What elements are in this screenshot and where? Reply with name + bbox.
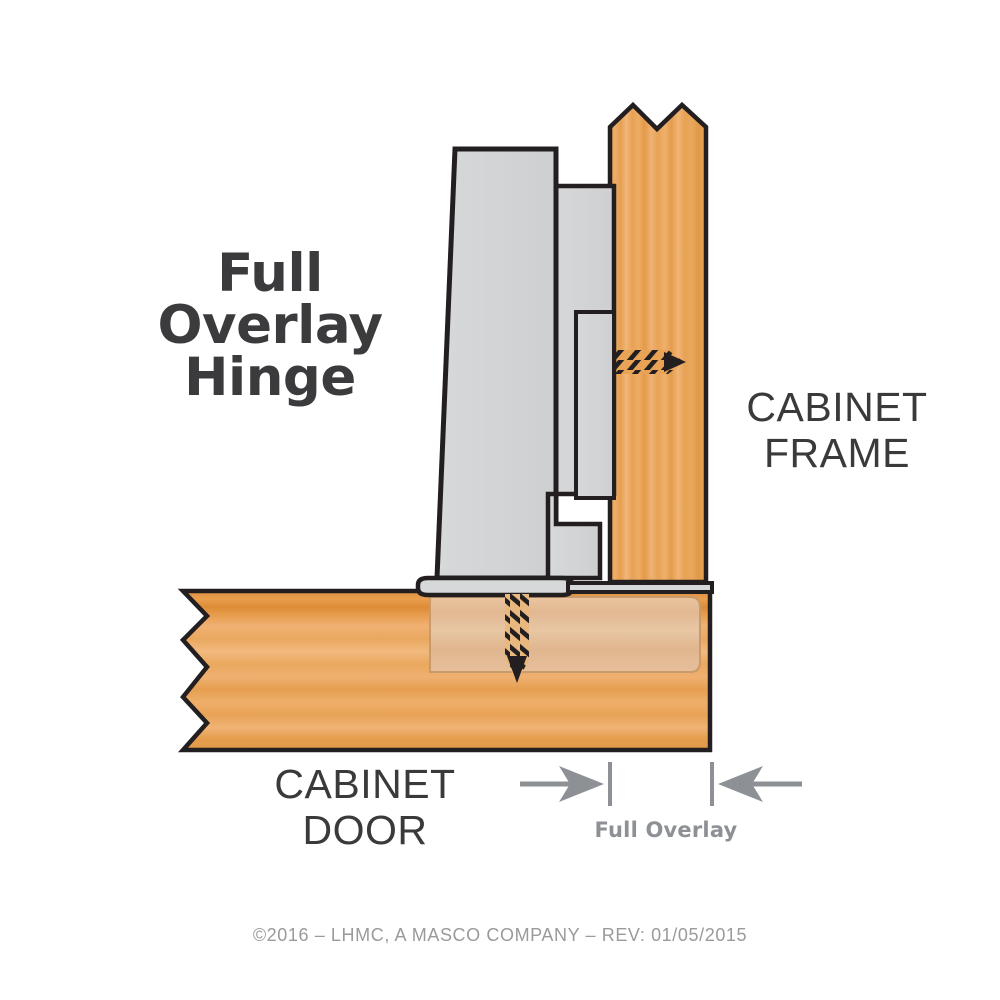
- cabinet-frame-board: [607, 101, 709, 585]
- page-title: Full Overlay Hinge: [110, 243, 430, 408]
- cabinet-frame-part: [607, 101, 709, 585]
- label-cabinet-door: CABINET DOOR: [200, 761, 530, 854]
- title-line-2: Overlay: [157, 294, 383, 356]
- hinge-cup-body: [434, 146, 559, 581]
- hinge-assembly: [415, 146, 714, 598]
- dimension-arrow-right-head: [718, 766, 763, 802]
- label-cabinet-frame: CABINET FRAME: [722, 384, 952, 477]
- cabinet-door-part: [177, 588, 713, 753]
- title-line-1: Full: [217, 243, 323, 304]
- dimension-label: Full Overlay: [594, 818, 738, 842]
- full-overlay-dimension-callout: [520, 762, 802, 806]
- hinge-arm-clip: [574, 310, 616, 500]
- door-screw: [505, 594, 529, 683]
- hinge-mounting-plate: [566, 581, 714, 594]
- label-cabinet-door-line-1: CABINET: [274, 761, 456, 807]
- hinge-arm-lower-shelf: [545, 491, 603, 581]
- dimension-arrow-left-head: [559, 766, 604, 802]
- hinge-cup-bore-recess: [429, 596, 701, 673]
- frame-screw: [604, 350, 686, 374]
- copyright-footer: ©2016 – LHMC, A MASCO COMPANY – REV: 01/…: [252, 925, 748, 945]
- label-cabinet-frame-line-1: CABINET: [746, 384, 928, 430]
- door-screw-tip: [507, 656, 527, 683]
- title-line-3: Hinge: [184, 346, 356, 408]
- hinge-cup-flange: [415, 575, 575, 598]
- label-cabinet-frame-line-2: FRAME: [764, 429, 910, 476]
- frame-screw-tip: [664, 352, 686, 372]
- label-cabinet-door-line-2: DOOR: [302, 806, 428, 853]
